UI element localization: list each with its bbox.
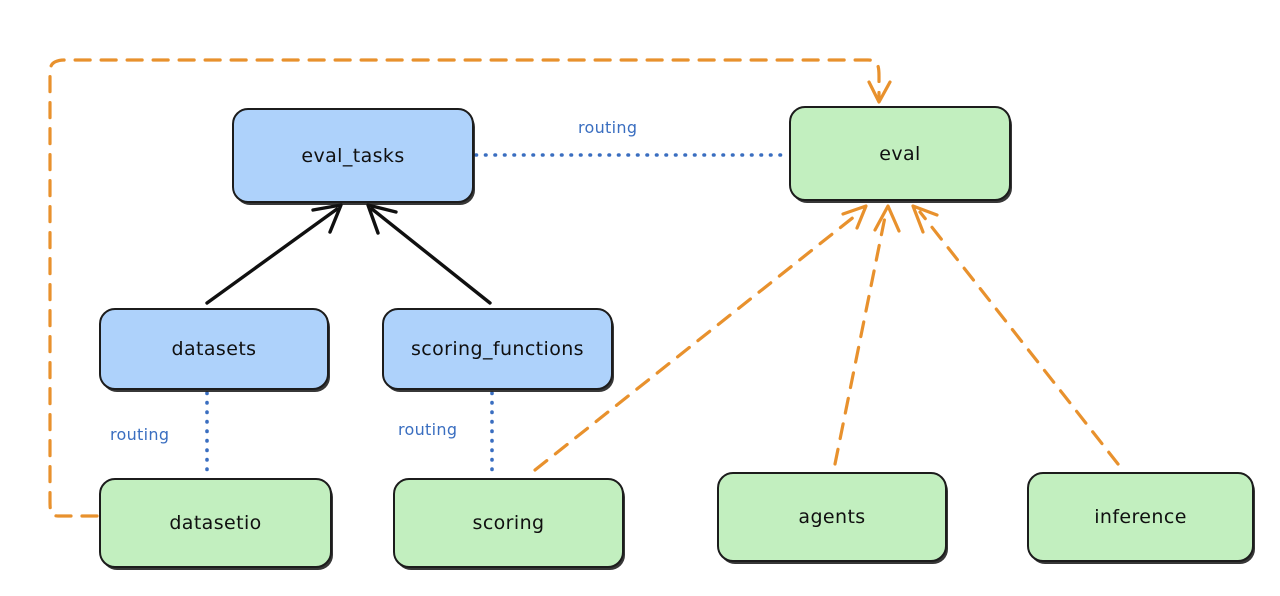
edge-label-routing-scoring-functions-scoring: routing xyxy=(398,420,458,439)
node-scoring-functions[interactable]: scoring_functions xyxy=(382,308,613,390)
edge-datasetio-to-eval xyxy=(48,58,881,518)
edge-label-routing-eval-tasks-eval: routing xyxy=(578,118,638,137)
node-label-scoring-functions: scoring_functions xyxy=(411,338,584,360)
edge-scoring-to-eval xyxy=(533,210,862,472)
node-datasets[interactable]: datasets xyxy=(99,308,329,390)
edge-agents-to-eval-arrowhead xyxy=(873,204,901,233)
edge-agents-to-eval xyxy=(833,210,888,466)
node-eval-tasks[interactable]: eval_tasks xyxy=(232,108,474,203)
edge-inference-to-eval xyxy=(918,210,1120,466)
node-label-inference: inference xyxy=(1094,506,1187,528)
node-eval[interactable]: eval xyxy=(789,106,1011,201)
edge-datasets-to-eval_tasks xyxy=(205,207,339,305)
node-label-scoring: scoring xyxy=(472,512,545,534)
node-datasetio[interactable]: datasetio xyxy=(99,478,332,568)
node-label-agents: agents xyxy=(798,506,866,528)
edge-scoring_functions-to-eval_tasks-arrowhead xyxy=(366,203,398,235)
node-label-datasetio: datasetio xyxy=(169,512,262,534)
edge-scoring_functions-to-eval_tasks xyxy=(370,207,492,305)
node-label-eval: eval xyxy=(879,142,921,165)
edge-inference-to-eval-arrowhead xyxy=(911,204,939,234)
edge-datasetio-to-eval-arrowhead xyxy=(867,80,892,104)
node-label-eval-tasks: eval_tasks xyxy=(301,144,405,167)
node-agents[interactable]: agents xyxy=(717,472,947,562)
edge-datasets-to-eval_tasks-arrowhead xyxy=(311,203,343,234)
node-scoring[interactable]: scoring xyxy=(393,478,624,568)
node-label-datasets: datasets xyxy=(171,338,257,360)
node-inference[interactable]: inference xyxy=(1027,472,1254,562)
edge-label-routing-datasets-datasetio: routing xyxy=(110,425,170,444)
edge-scoring-to-eval-arrowhead xyxy=(841,204,868,230)
